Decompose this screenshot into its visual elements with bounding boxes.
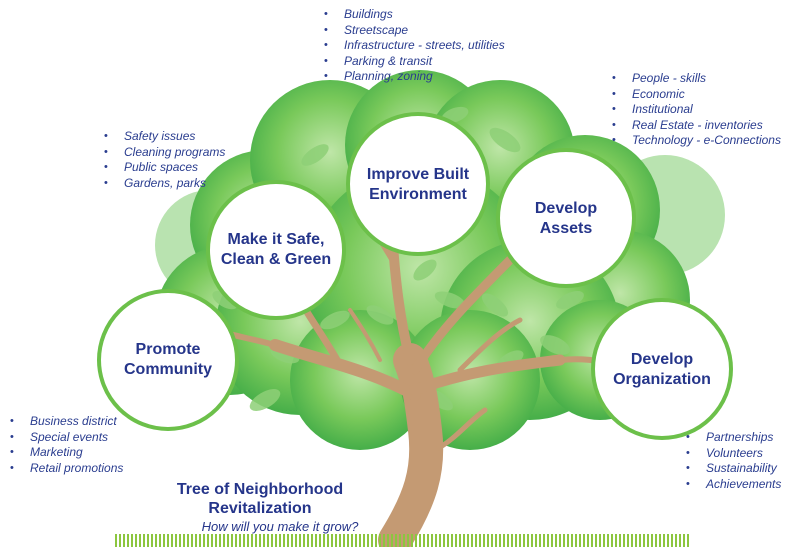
list-item: Volunteers (684, 446, 781, 462)
list-organization: Partnerships Volunteers Sustainability A… (684, 430, 781, 492)
list-item: People - skills (610, 71, 781, 87)
list-item: Real Estate - inventories (610, 118, 781, 134)
list-item: Partnerships (684, 430, 781, 446)
label-safe-clean-green: Make it Safe, Clean & Green (206, 230, 346, 270)
label-line: Develop (534, 200, 598, 217)
list-item: Gardens, parks (102, 176, 225, 192)
list-built-environment: Buildings Streetscape Infrastructure - s… (322, 7, 505, 85)
list-item: Technology - e-Connections (610, 133, 781, 149)
list-item: Economic (610, 87, 781, 103)
list-item: Infrastructure - streets, utilities (322, 38, 505, 54)
list-item: Planning, zoning (322, 69, 505, 85)
label-line: Assets (539, 220, 593, 237)
label-line: Make it Safe, (227, 231, 325, 248)
list-assets: People - skills Economic Institutional R… (610, 71, 781, 149)
label-line: Organization (613, 371, 711, 388)
title-line: Tree of Neighborhood (176, 481, 344, 498)
label-line: Promote (135, 341, 201, 358)
list-item: Special events (8, 430, 123, 446)
circle-develop-organization (591, 298, 733, 440)
list-item: Business district (8, 414, 123, 430)
label-develop-assets: Develop Assets (496, 199, 636, 239)
label-line: Develop (630, 351, 694, 368)
label-promote-community: Promote Community (98, 340, 238, 380)
label-improve-built-environment: Improve Built Environment (346, 165, 490, 205)
list-item: Institutional (610, 102, 781, 118)
title-line: Revitalization (208, 500, 312, 517)
label-develop-organization: Develop Organization (592, 350, 732, 390)
circle-develop-assets (496, 148, 636, 288)
list-item: Cleaning programs (102, 145, 225, 161)
goal-circles (97, 112, 733, 440)
list-item: Marketing (8, 445, 123, 461)
list-item: Buildings (322, 7, 505, 23)
list-item: Streetscape (322, 23, 505, 39)
list-item: Achievements (684, 477, 781, 493)
list-safe-clean-green: Safety issues Cleaning programs Public s… (102, 129, 225, 191)
grass-strip (115, 534, 689, 547)
label-line: Improve Built (366, 166, 470, 183)
list-item: Sustainability (684, 461, 781, 477)
list-promote-community: Business district Special events Marketi… (8, 414, 123, 476)
label-line: Environment (369, 186, 467, 203)
list-item: Parking & transit (322, 54, 505, 70)
label-line: Clean & Green (220, 251, 332, 268)
label-line: Community (124, 361, 212, 378)
list-item: Retail promotions (8, 461, 123, 477)
circle-improve-built-environment (346, 112, 490, 256)
circle-promote-community (97, 289, 239, 431)
list-item: Safety issues (102, 129, 225, 145)
subtitle: How will you make it grow? (201, 519, 359, 534)
list-item: Public spaces (102, 160, 225, 176)
circle-safe-clean-green (206, 180, 346, 320)
page-title: Tree of Neighborhood Revitalization (170, 480, 350, 518)
